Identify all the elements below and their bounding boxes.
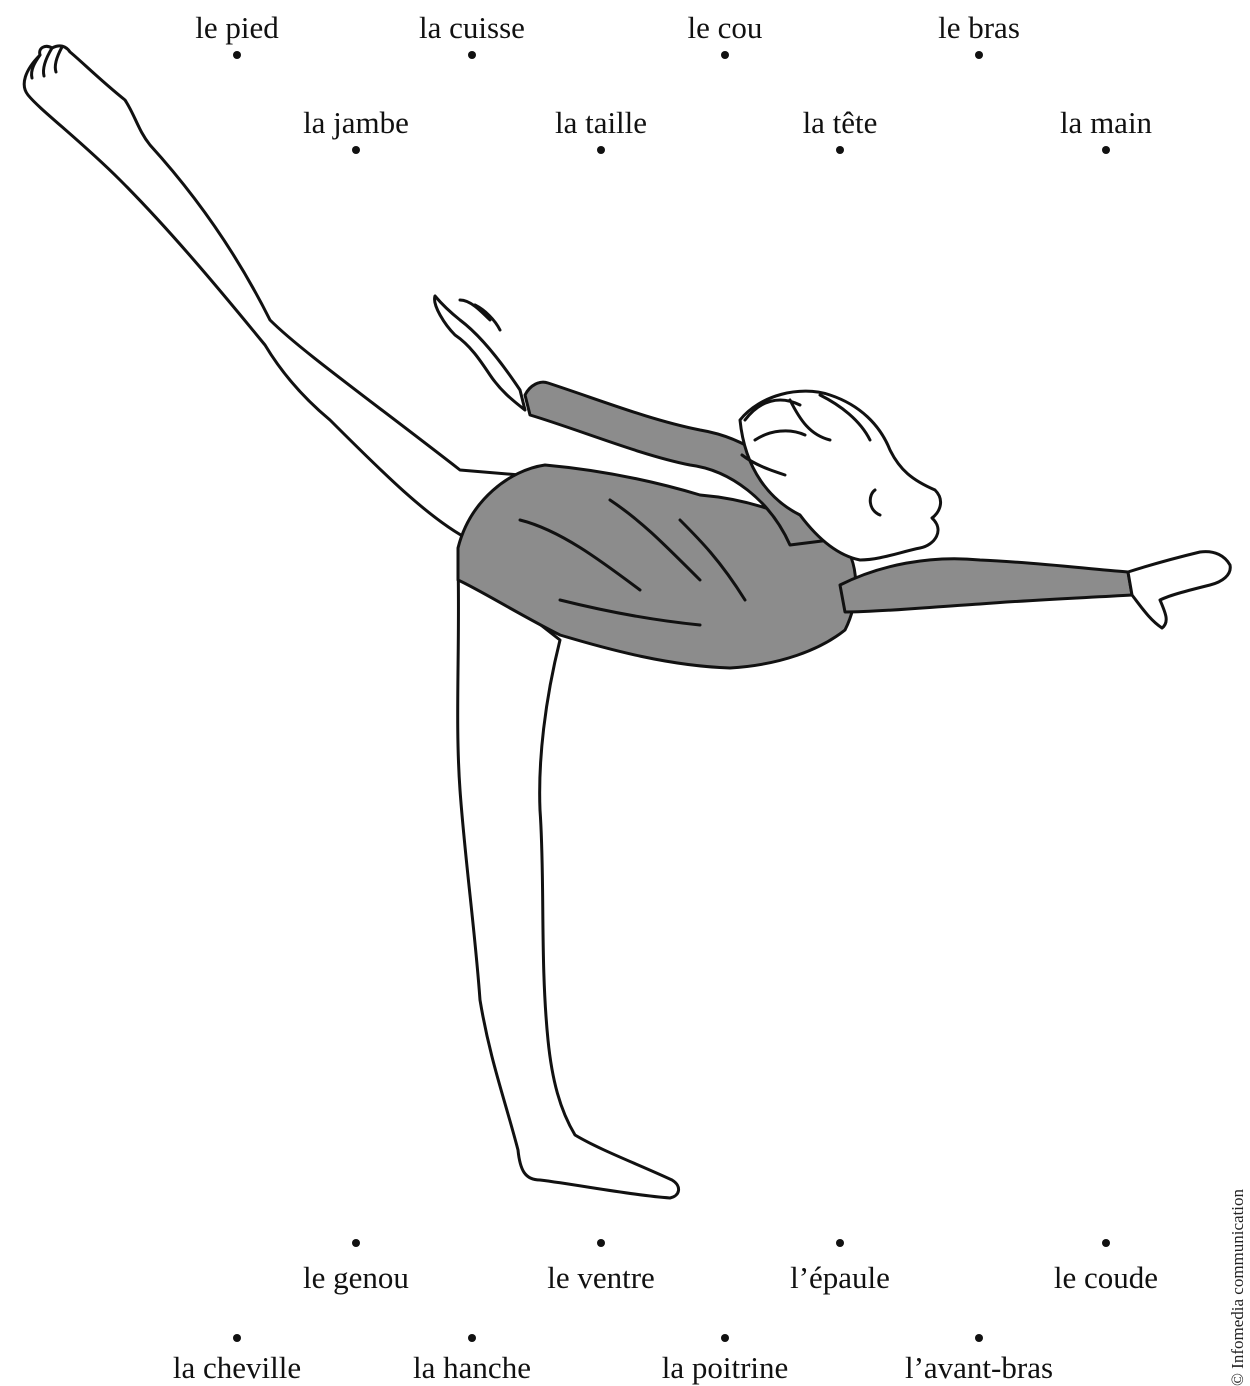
label-le-cou: le cou: [688, 12, 763, 43]
raised-leg: [24, 46, 546, 550]
connect-dot[interactable]: [836, 1239, 844, 1247]
label-la-jambe: la jambe: [303, 107, 409, 138]
connect-dot[interactable]: [721, 1334, 729, 1342]
label-le-pied: le pied: [195, 12, 279, 43]
label-la-cheville: la cheville: [173, 1352, 301, 1383]
connect-dot[interactable]: [468, 1334, 476, 1342]
connect-dot[interactable]: [233, 1334, 241, 1342]
connect-dot[interactable]: [597, 146, 605, 154]
connect-dot[interactable]: [721, 51, 729, 59]
connect-dot[interactable]: [836, 146, 844, 154]
connect-dot[interactable]: [975, 51, 983, 59]
back-hand: [435, 296, 525, 410]
label-le-bras: le bras: [938, 12, 1020, 43]
connect-dot[interactable]: [233, 51, 241, 59]
connect-dot[interactable]: [1102, 146, 1110, 154]
front-arm-sleeve: [840, 559, 1132, 612]
label-la-hanche: la hanche: [413, 1352, 531, 1383]
connect-dot[interactable]: [1102, 1239, 1110, 1247]
label-la-tete: la tête: [803, 107, 878, 138]
connect-dot[interactable]: [468, 51, 476, 59]
label-la-taille: la taille: [555, 107, 647, 138]
connect-dot[interactable]: [352, 1239, 360, 1247]
connect-dot[interactable]: [597, 1239, 605, 1247]
connect-dot[interactable]: [352, 146, 360, 154]
label-l-avant-bras: l’avant-bras: [905, 1352, 1053, 1383]
label-la-cuisse: la cuisse: [419, 12, 525, 43]
front-hand: [1128, 552, 1230, 628]
label-le-genou: le genou: [303, 1262, 409, 1293]
label-l-epaule: l’épaule: [790, 1262, 890, 1293]
label-le-ventre: le ventre: [547, 1262, 655, 1293]
label-la-poitrine: la poitrine: [662, 1352, 789, 1383]
label-la-main: la main: [1060, 107, 1152, 138]
copyright-notice: © Infomedia communication: [1228, 1189, 1248, 1386]
label-le-coude: le coude: [1054, 1262, 1158, 1293]
connect-dot[interactable]: [975, 1334, 983, 1342]
